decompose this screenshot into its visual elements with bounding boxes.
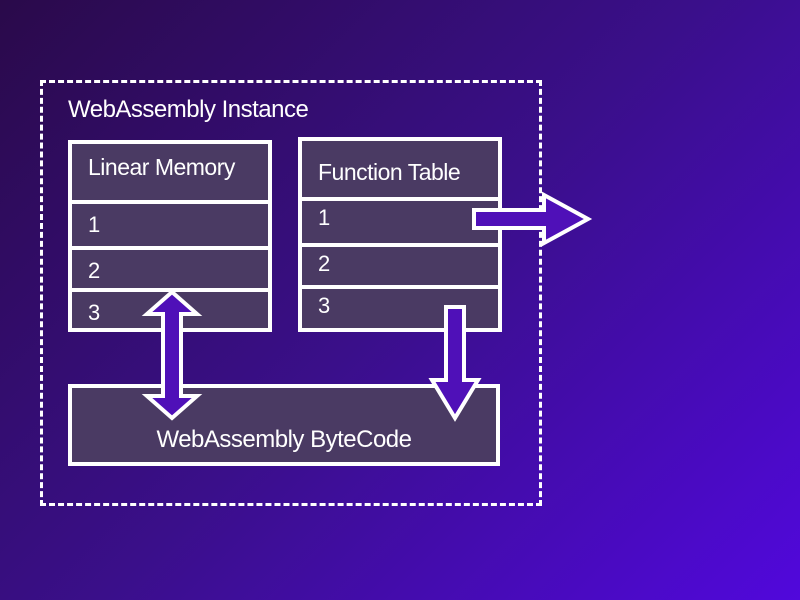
function-table-row-3: 3 [302,285,498,327]
memory-bytecode-double-arrow [141,289,203,421]
function-table-title: Function Table [302,141,498,201]
linear-memory-row-1: 1 [88,212,101,237]
linear-memory-row-2: 2 [72,246,268,288]
webassembly-instance-container [40,80,542,506]
function-table-row-1: 1 [318,205,331,230]
webassembly-bytecode-box: WebAssembly ByteCode [68,384,500,466]
linear-memory-title: Linear Memory [72,144,268,204]
table-outbound-arrow [472,191,593,247]
linear-memory-row-3: 3 [72,288,268,330]
instance-title: WebAssembly Instance [68,96,309,123]
table-to-bytecode-arrow [428,305,482,422]
function-table-row-2: 2 [302,243,498,285]
function-table-box: Function Table 1 2 3 [298,137,502,332]
